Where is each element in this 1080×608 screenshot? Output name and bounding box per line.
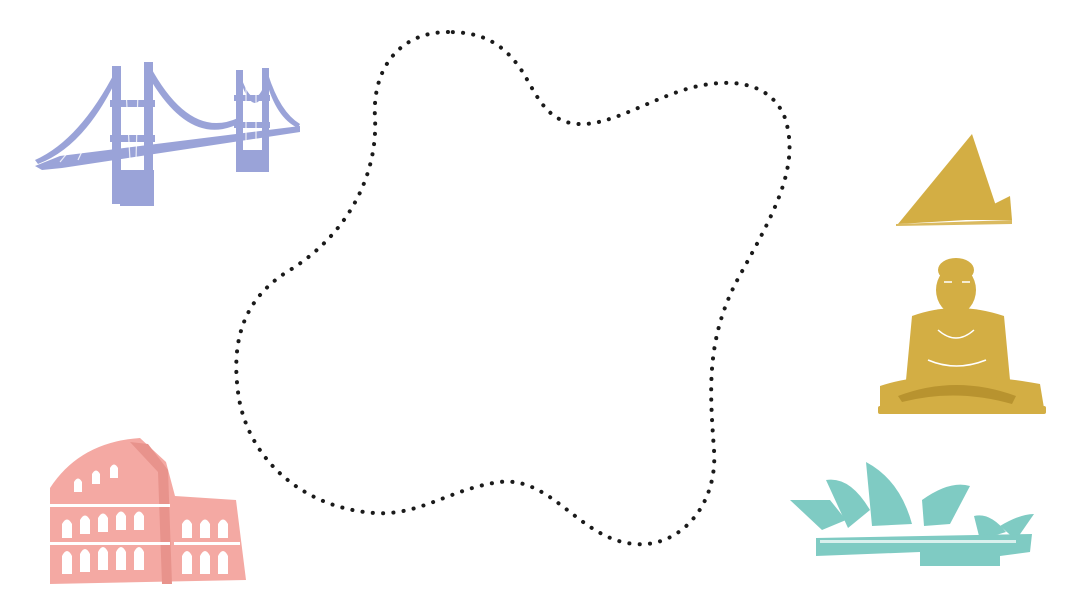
sydney-opera-house-icon (790, 462, 1034, 566)
golden-gate-bridge-icon (35, 62, 300, 206)
buddha-statue-icon (878, 258, 1046, 414)
dotted-blob-frame (234, 29, 792, 547)
colosseum-icon (50, 438, 246, 584)
pyramids-icon (896, 134, 1012, 226)
